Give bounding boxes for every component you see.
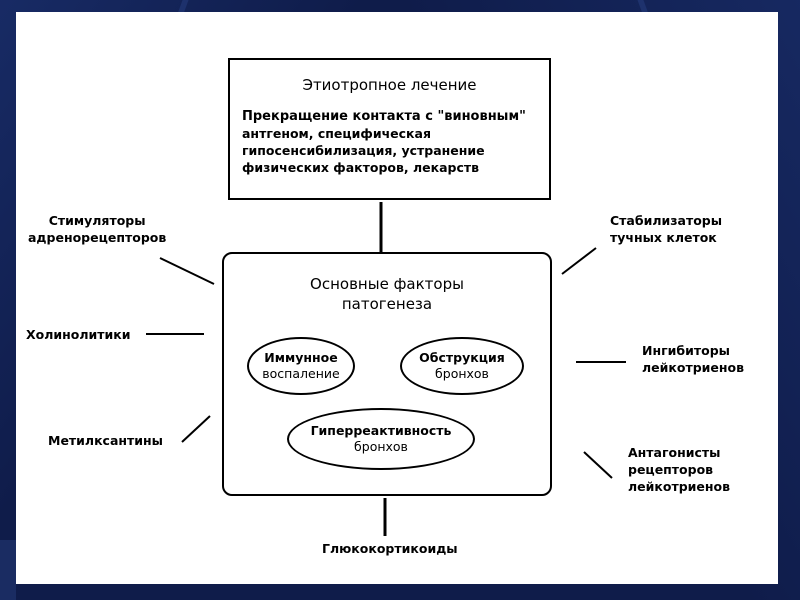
- node-label: Гиперреактивность: [310, 423, 452, 438]
- label-mast-cell-stabilizers: Стабилизаторы тучных клеток: [610, 212, 722, 246]
- label-leukotriene-receptor-antagonists: Антагонисты рецепторов лейкотриенов: [628, 444, 730, 495]
- label-line: рецепторов: [628, 462, 714, 477]
- etiotropic-line: Прекращение контакта с "виновным": [242, 109, 526, 124]
- label-glucocorticoids: Глюкокортикоиды: [322, 540, 458, 557]
- node-bronchial-obstruction: Обструкция бронхов: [400, 337, 524, 395]
- pathogenesis-title-line: патогенеза: [341, 295, 433, 313]
- label-line: Стабилизаторы: [610, 213, 723, 228]
- etiotropic-line: физических факторов, лекарств: [242, 160, 480, 175]
- label-line: Метилксантины: [48, 433, 163, 448]
- label-line: Ингибиторы: [642, 343, 730, 358]
- label-line: тучных клеток: [610, 230, 717, 245]
- pathogenesis-title: Основные факторы патогенеза: [224, 274, 550, 314]
- node-bronchial-hyperreactivity: Гиперреактивность бронхов: [287, 408, 475, 470]
- etiotropic-box: Этиотропное лечение Прекращение контакта…: [228, 58, 551, 200]
- etiotropic-title: Этиотропное лечение: [302, 76, 477, 94]
- node-label: воспаление: [262, 366, 340, 381]
- arrow-stabilizers: [561, 247, 597, 275]
- label-leukotriene-inhibitors: Ингибиторы лейкотриенов: [642, 342, 744, 376]
- node-label: Обструкция: [419, 350, 505, 365]
- arrow-antagonists: [583, 451, 613, 479]
- node-label: Иммунное: [264, 350, 338, 365]
- label-cholinolytics: Холинолитики: [26, 326, 131, 343]
- label-methylxanthines: Метилксантины: [48, 432, 163, 449]
- node-label: бронхов: [435, 366, 489, 381]
- etiotropic-line: гипосенсибилизация, устранение: [242, 143, 485, 158]
- label-line: Глюкокортикоиды: [322, 541, 458, 556]
- arrow-stimulators: [159, 257, 215, 285]
- label-adrenoreceptor-stimulators: Стимуляторы адренорецепторов: [28, 212, 166, 246]
- background-stripe: [0, 540, 16, 600]
- label-line: адренорецепторов: [28, 230, 167, 245]
- label-line: Антагонисты: [628, 445, 721, 460]
- arrow-methylxanthines: [181, 415, 211, 443]
- label-line: лейкотриенов: [628, 479, 731, 494]
- slide-panel: Этиотропное лечение Прекращение контакта…: [16, 12, 778, 584]
- etiotropic-description: Прекращение контакта с "виновным" антген…: [242, 108, 541, 176]
- etiotropic-line: антгеном, специфическая: [242, 126, 431, 141]
- node-immune-inflammation: Иммунное воспаление: [247, 337, 355, 395]
- label-line: Стимуляторы: [48, 213, 146, 228]
- label-line: лейкотриенов: [642, 360, 745, 375]
- pathogenesis-title-line: Основные факторы: [310, 275, 464, 293]
- label-line: Холинолитики: [26, 327, 131, 342]
- node-label: бронхов: [354, 439, 408, 454]
